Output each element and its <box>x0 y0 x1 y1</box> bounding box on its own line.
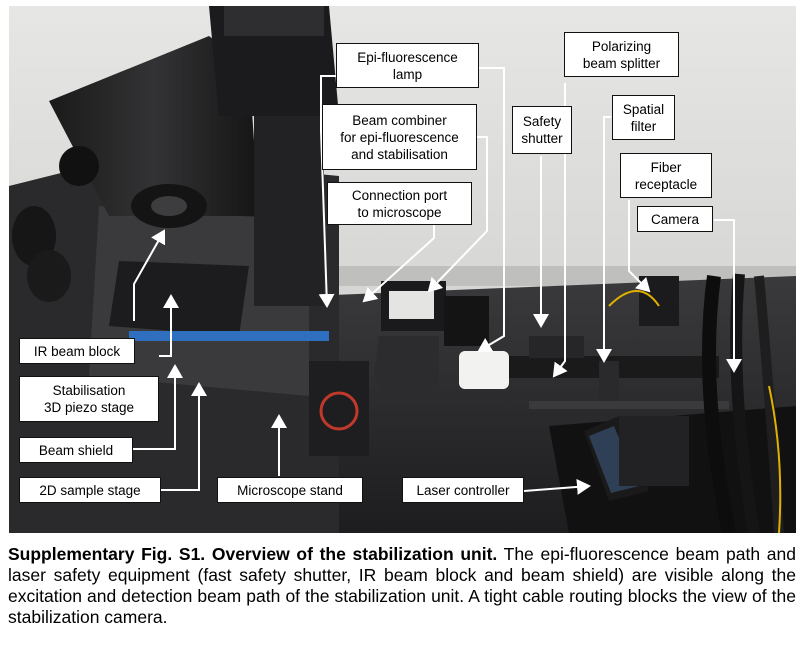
label-spatial-filter: Spatial filter <box>612 95 675 140</box>
label-beam-shield: Beam shield <box>19 437 133 463</box>
label-fiber-receptacle: Fiber receptacle <box>620 153 712 198</box>
label-epi-lamp: Epi-fluorescence lamp <box>336 43 479 88</box>
focus-knob <box>59 146 99 186</box>
objective-lens <box>151 196 187 216</box>
arrow-camera <box>714 219 742 373</box>
rail-base <box>529 401 729 409</box>
fiber-receptacle-block <box>639 276 679 326</box>
sample-stage-plate <box>109 261 249 336</box>
laser-controller-body <box>619 416 689 486</box>
arrow-spatial-filter <box>596 116 612 363</box>
camera-white-housing <box>459 351 509 389</box>
spatial-filter-mount <box>599 361 619 401</box>
arrow-epi-lamp <box>477 67 505 353</box>
label-laser-controller: Laser controller <box>402 477 524 503</box>
arrow-sample-stage <box>161 382 207 491</box>
photo-illustration <box>9 6 796 533</box>
label-ir-beam-block: IR beam block <box>19 338 135 364</box>
figure-caption: Supplementary Fig. S1. Overview of the s… <box>8 544 796 628</box>
microscope-column <box>254 116 324 306</box>
arrow-ir-beam-block <box>133 229 166 321</box>
prism-mount <box>374 336 439 401</box>
arrow-stab-stage <box>159 294 179 357</box>
label-camera: Camera <box>637 206 713 232</box>
optic-mount <box>444 296 489 346</box>
arrow-beam-shield <box>133 364 183 450</box>
label-connection-port: Connection port to microscope <box>327 182 472 225</box>
arrow-beam-combiner-cube <box>427 136 488 293</box>
cable-bundle-2 <box>730 273 760 533</box>
arrow-connection-port <box>362 225 435 303</box>
arrow-polarizing-splitter <box>552 83 568 378</box>
label-sample-stage: 2D sample stage <box>19 477 161 503</box>
arrow-laser-controller <box>523 478 591 495</box>
label-microscope-stand: Microscope stand <box>217 477 363 503</box>
stabilization-unit-photo: Epi-fluorescence lamp Beam combiner for … <box>9 6 796 533</box>
camera-red-ring <box>319 391 359 431</box>
arrow-fiber-receptacle <box>628 200 651 293</box>
beam-combiner-label <box>389 291 434 319</box>
label-beam-combiner: Beam combiner for epi-fluorescence and s… <box>322 104 477 170</box>
camera-body <box>309 361 369 456</box>
cable-bundle-3 <box>754 275 784 533</box>
cable-bundle-1 <box>702 275 736 533</box>
yellow-cable <box>768 385 782 533</box>
caption-body: The epi-fluorescence beam path and laser… <box>8 544 796 627</box>
label-stab-stage: Stabilisation 3D piezo stage <box>19 376 159 422</box>
label-safety-shutter: Safety shutter <box>512 106 572 154</box>
eyepiece-right <box>27 250 71 302</box>
label-polarizing-splitter: Polarizing beam splitter <box>564 32 679 77</box>
microscope-head <box>49 36 259 216</box>
shutter-housing <box>529 336 584 358</box>
blue-stripe <box>129 331 329 341</box>
caption-title: Supplementary Fig. S1. Overview of the s… <box>8 544 498 564</box>
lamp-house-vent <box>224 6 324 36</box>
